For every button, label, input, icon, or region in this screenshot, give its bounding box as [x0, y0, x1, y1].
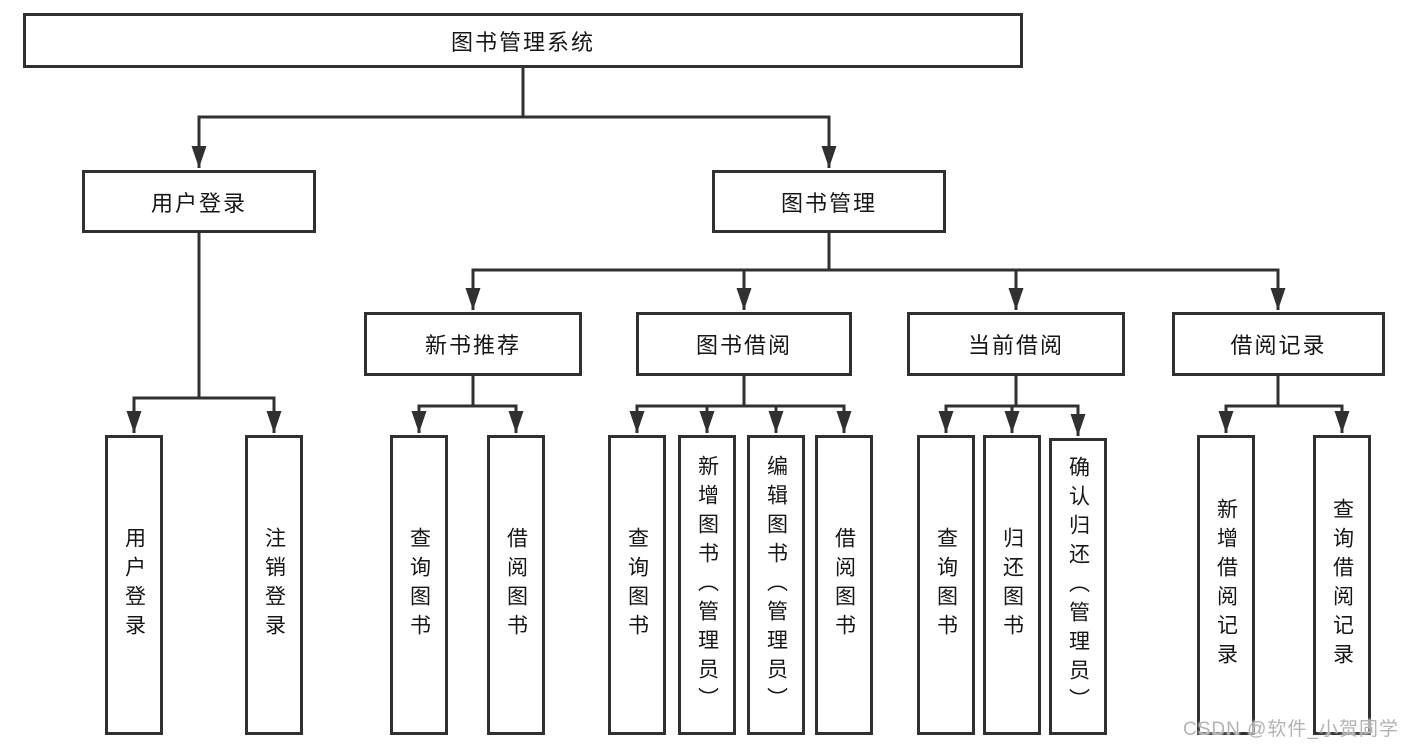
leaf-query-books-current: 查询图书 — [917, 435, 975, 735]
leaf-user-login: 用户登录 — [105, 435, 163, 735]
leaf-edit-book-admin: 编辑图书（管理员） — [747, 435, 805, 735]
leaf-confirm-return-admin: 确认归还（管理员） — [1049, 438, 1107, 735]
leaf-query-books-borrow: 查询图书 — [608, 435, 666, 735]
leaf-borrow-books: 借阅图书 — [815, 435, 873, 735]
leaf-add-book-admin: 新增图书（管理员） — [678, 435, 736, 735]
leaf-logout: 注销登录 — [245, 435, 303, 735]
leaf-query-books-recommend: 查询图书 — [390, 435, 448, 735]
csdn-watermark: CSDN @软件_小贺同学 — [1183, 719, 1399, 740]
node-root: 图书管理系统 — [23, 13, 1023, 68]
node-book-borrow: 图书借阅 — [636, 312, 852, 376]
leaf-query-borrow-record: 查询借阅记录 — [1313, 435, 1371, 735]
node-user-login: 用户登录 — [82, 170, 316, 233]
leaf-add-borrow-record: 新增借阅记录 — [1197, 435, 1255, 735]
node-borrow-records: 借阅记录 — [1172, 312, 1385, 376]
leaf-borrow-books-recommend: 借阅图书 — [487, 435, 545, 735]
node-book-management: 图书管理 — [712, 170, 946, 233]
node-new-book-recommend: 新书推荐 — [364, 312, 582, 376]
leaf-return-book: 归还图书 — [983, 435, 1041, 735]
node-current-borrow: 当前借阅 — [907, 312, 1125, 376]
